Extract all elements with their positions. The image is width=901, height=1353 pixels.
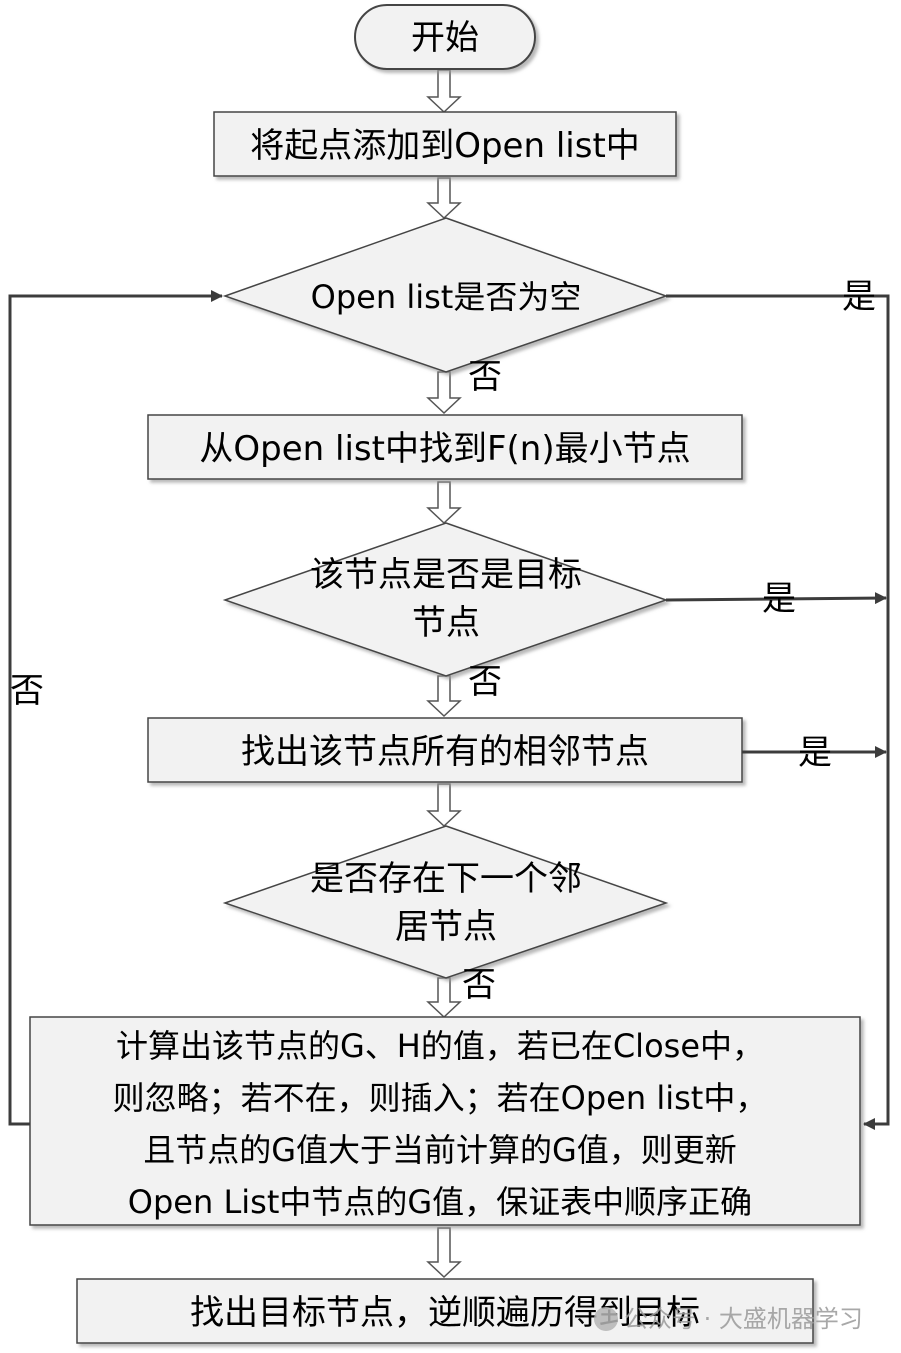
step-find-min: 从Open list中找到F(n)最小节点: [147, 414, 743, 480]
no-label-decision1: 否: [468, 357, 502, 397]
step-compute-line2: 则忽略；若不在，则插入；若在Open list中，: [113, 1079, 768, 1117]
decision-open-empty: Open list是否为空: [222, 217, 669, 373]
arrow-decision2-to-neighbors: [426, 675, 462, 718]
decision-is-target-line2: 节点: [412, 603, 480, 643]
yes-line-decision2: [665, 592, 887, 605]
arrow-decision3-to-compute: [426, 977, 462, 1019]
wechat-icon: [594, 1307, 618, 1331]
start-label: 开始: [411, 18, 479, 58]
step-find-neighbors: 找出该节点所有的相邻节点: [147, 717, 743, 783]
step-add-start-label: 将起点添加到Open list中: [250, 126, 640, 166]
loop-back-path: [8, 290, 223, 1126]
decision-is-target: 该节点是否是目标 节点: [222, 522, 669, 677]
arrow-start-to-add: [426, 69, 462, 114]
step-compute-line3: 且节点的G值大于当前计算的G值，则更新: [143, 1131, 737, 1169]
arrow-neighbors-to-decision3: [426, 783, 462, 828]
step-find-neighbors-label: 找出该节点所有的相邻节点: [241, 732, 649, 772]
arrow-add-to-decision1: [426, 177, 462, 220]
yes-label-decision2: 是: [762, 579, 796, 619]
watermark: 公众号 · 大盛机器学习: [594, 1305, 863, 1333]
watermark-text: 公众号 · 大盛机器学习: [624, 1305, 863, 1333]
no-label-decision2: 否: [468, 662, 502, 702]
step-compute: 计算出该节点的G、H的值，若已在Close中， 则忽略；若不在，则插入；若在Op…: [29, 1016, 861, 1226]
no-label-decision3: 否: [462, 965, 496, 1005]
yes-label-neighbors: 是: [798, 733, 832, 773]
decision-next-neighbor-line2: 居节点: [395, 907, 497, 947]
step-compute-line4: Open List中节点的G值，保证表中顺序正确: [128, 1183, 752, 1221]
yes-path: [665, 294, 890, 1130]
loop-back-label: 否: [10, 671, 44, 711]
arrow-findmin-to-decision2: [426, 481, 462, 525]
step-compute-line1: 计算出该节点的G、H的值，若已在Close中，: [116, 1027, 764, 1065]
connector-arrows: [426, 69, 462, 1279]
yes-label-decision1: 是: [842, 277, 876, 317]
step-find-min-label: 从Open list中找到F(n)最小节点: [199, 429, 690, 469]
decision-next-neighbor: 是否存在下一个邻 居节点: [222, 825, 669, 979]
start-node: 开始: [354, 4, 536, 70]
arrow-compute-to-end: [426, 1227, 462, 1279]
yes-line-decision1: [666, 294, 890, 1130]
loop-back-line: [8, 290, 223, 1126]
arrow-decision1-to-findmin: [426, 371, 462, 415]
decision-next-neighbor-line1: 是否存在下一个邻: [310, 859, 582, 899]
step-add-start: 将起点添加到Open list中: [213, 111, 677, 177]
decision-open-empty-label: Open list是否为空: [311, 278, 582, 316]
decision-is-target-line1: 该节点是否是目标: [310, 555, 582, 595]
